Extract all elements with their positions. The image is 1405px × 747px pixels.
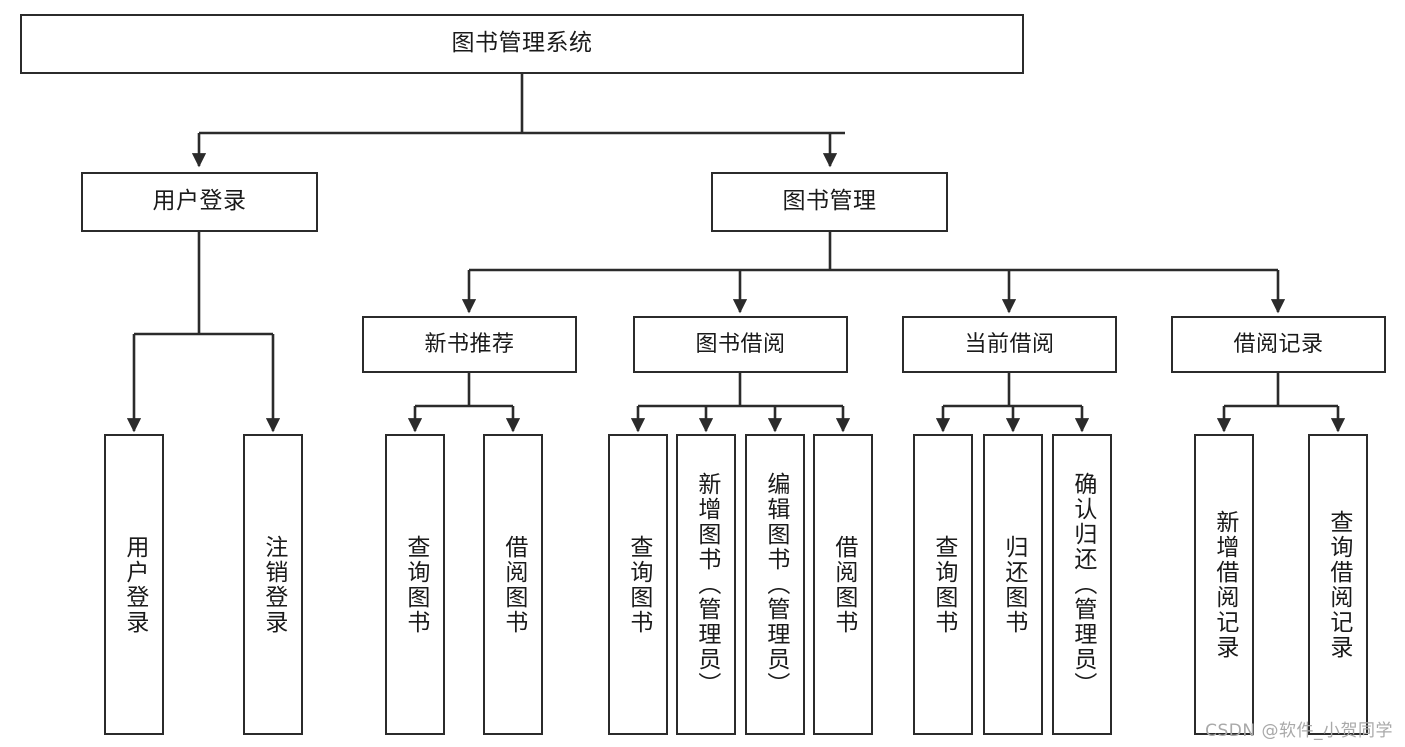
leaf-borrow-add-book[interactable]: 新增图书（管理员）	[676, 434, 736, 735]
leaf-record-add-record-label: 新增借阅记录	[1211, 509, 1238, 660]
node-book-management[interactable]: 图书管理	[711, 172, 948, 232]
leaf-recommend-query-book-label: 查询图书	[402, 534, 429, 635]
leaf-borrow-add-book-label: 新增图书（管理员）	[693, 472, 720, 697]
leaf-recommend-query-book[interactable]: 查询图书	[385, 434, 445, 735]
node-borrow-record[interactable]: 借阅记录	[1171, 316, 1386, 373]
leaf-current-return-book[interactable]: 归还图书	[983, 434, 1043, 735]
leaf-borrow-borrow-book[interactable]: 借阅图书	[813, 434, 873, 735]
leaf-user-login[interactable]: 用户登录	[104, 434, 164, 735]
node-current-borrow[interactable]: 当前借阅	[902, 316, 1117, 373]
leaf-recommend-borrow-book[interactable]: 借阅图书	[483, 434, 543, 735]
leaf-record-query-record[interactable]: 查询借阅记录	[1308, 434, 1368, 735]
leaf-record-add-record[interactable]: 新增借阅记录	[1194, 434, 1254, 735]
leaf-current-confirm-return-label: 确认归还（管理员）	[1069, 472, 1096, 697]
leaf-recommend-borrow-book-label: 借阅图书	[500, 534, 527, 635]
leaf-user-logout[interactable]: 注销登录	[243, 434, 303, 735]
node-borrow-record-label: 借阅记录	[1233, 331, 1324, 357]
leaf-user-logout-label: 注销登录	[260, 534, 287, 635]
leaf-borrow-borrow-book-label: 借阅图书	[830, 534, 857, 635]
leaf-borrow-edit-book-label: 编辑图书（管理员）	[762, 472, 789, 697]
node-user-login-label: 用户登录	[152, 188, 247, 215]
node-root-label: 图书管理系统	[451, 30, 593, 57]
leaf-current-query-book-label: 查询图书	[930, 534, 957, 635]
node-book-borrow-label: 图书借阅	[695, 331, 786, 357]
node-new-book-recommend[interactable]: 新书推荐	[362, 316, 577, 373]
leaf-current-query-book[interactable]: 查询图书	[913, 434, 973, 735]
leaf-current-confirm-return[interactable]: 确认归还（管理员）	[1052, 434, 1112, 735]
node-current-borrow-label: 当前借阅	[964, 331, 1055, 357]
leaf-borrow-query-book-label: 查询图书	[625, 534, 652, 635]
node-user-login[interactable]: 用户登录	[81, 172, 318, 232]
node-new-book-recommend-label: 新书推荐	[424, 331, 515, 357]
leaf-user-login-label: 用户登录	[121, 534, 148, 635]
leaf-borrow-query-book[interactable]: 查询图书	[608, 434, 668, 735]
leaf-borrow-edit-book[interactable]: 编辑图书（管理员）	[745, 434, 805, 735]
node-root-system[interactable]: 图书管理系统	[20, 14, 1024, 74]
node-book-borrow[interactable]: 图书借阅	[633, 316, 848, 373]
node-book-management-label: 图书管理	[782, 188, 877, 215]
leaf-record-query-record-label: 查询借阅记录	[1325, 509, 1352, 660]
leaf-current-return-book-label: 归还图书	[1000, 534, 1027, 635]
